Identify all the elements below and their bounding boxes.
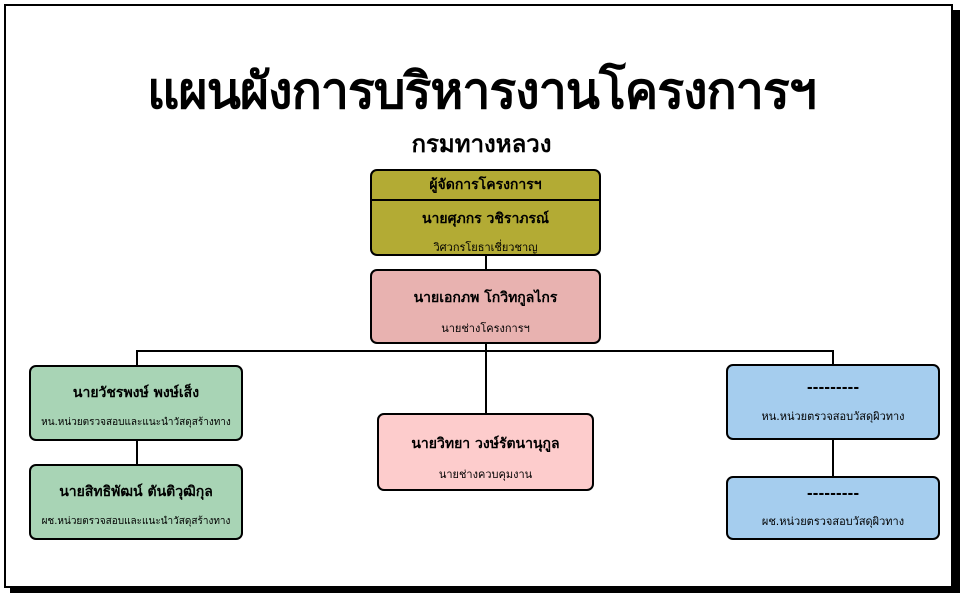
node-project-manager-header: ผู้จัดการโครงการฯ xyxy=(372,171,599,201)
connector-right-top-to-bottom xyxy=(832,439,834,476)
connector-engineer-down xyxy=(485,343,487,413)
node-left-top-role: หน.หน่วยตรวจสอบและแนะนำวัสดุสร้างทาง xyxy=(41,417,231,428)
node-right-bottom: --------- ผช.หน่วยตรวจสอบวัสดุผิวทาง xyxy=(726,476,940,540)
node-right-bottom-name: --------- xyxy=(806,486,860,502)
node-right-top-role: หน.หน่วยตรวจสอบวัสดุผิวทาง xyxy=(761,410,905,423)
node-right-bottom-role: ผช.หน่วยตรวจสอบวัสดุผิวทาง xyxy=(761,515,905,528)
node-project-manager-name: นายศุภกร วชิราภรณ์ xyxy=(421,211,550,227)
node-left-top: นายวัชรพงษ์ พงษ์เส็ง หน.หน่วยตรวจสอบและแ… xyxy=(29,365,243,441)
node-center-role: นายช่างควบคุมงาน xyxy=(438,468,533,481)
node-right-top: --------- หน.หน่วยตรวจสอบวัสดุผิวทาง xyxy=(726,364,940,440)
node-project-engineer-role: นายช่างโครงการฯ xyxy=(441,322,530,335)
connector-to-right-top xyxy=(832,350,834,365)
node-project-engineer-name: นายเอกภพ โกวิทกูลไกร xyxy=(413,290,558,306)
frame-shadow-bottom xyxy=(10,586,957,593)
node-right-top-name: --------- xyxy=(806,380,860,396)
node-project-manager-role: วิศวกรโยธาเชี่ยวชาญ xyxy=(433,241,538,254)
page-subtitle: กรมทางหลวง xyxy=(411,130,552,158)
page-title: แผนผังการบริหารงานโครงการฯ xyxy=(147,62,817,120)
connector-left-top-to-bottom xyxy=(136,440,138,464)
node-center: นายวิทยา วงษ์รัตนานุกูล นายช่างควบคุมงาน xyxy=(377,413,594,491)
node-center-name: นายวิทยา วงษ์รัตนานุกูล xyxy=(411,436,560,452)
node-left-bottom-name: นายสิทธิพัฒน์ ตันติวุฒิกุล xyxy=(59,484,213,500)
connector-horizontal-bus xyxy=(136,350,834,352)
frame-shadow-right xyxy=(953,10,960,593)
node-left-bottom: นายสิทธิพัฒน์ ตันติวุฒิกุล ผช.หน่วยตรวจส… xyxy=(29,464,243,540)
node-left-top-name: นายวัชรพงษ์ พงษ์เส็ง xyxy=(72,385,200,401)
node-project-manager: ผู้จัดการโครงการฯ นายศุภกร วชิราภรณ์ วิศ… xyxy=(370,169,601,256)
connector-pm-to-engineer xyxy=(485,255,487,269)
node-left-bottom-role: ผช.หน่วยตรวจสอบและแนะนำวัสดุสร้างทาง xyxy=(41,516,231,527)
connector-to-left-top xyxy=(136,350,138,365)
node-project-engineer: นายเอกภพ โกวิทกูลไกร นายช่างโครงการฯ xyxy=(370,269,601,344)
